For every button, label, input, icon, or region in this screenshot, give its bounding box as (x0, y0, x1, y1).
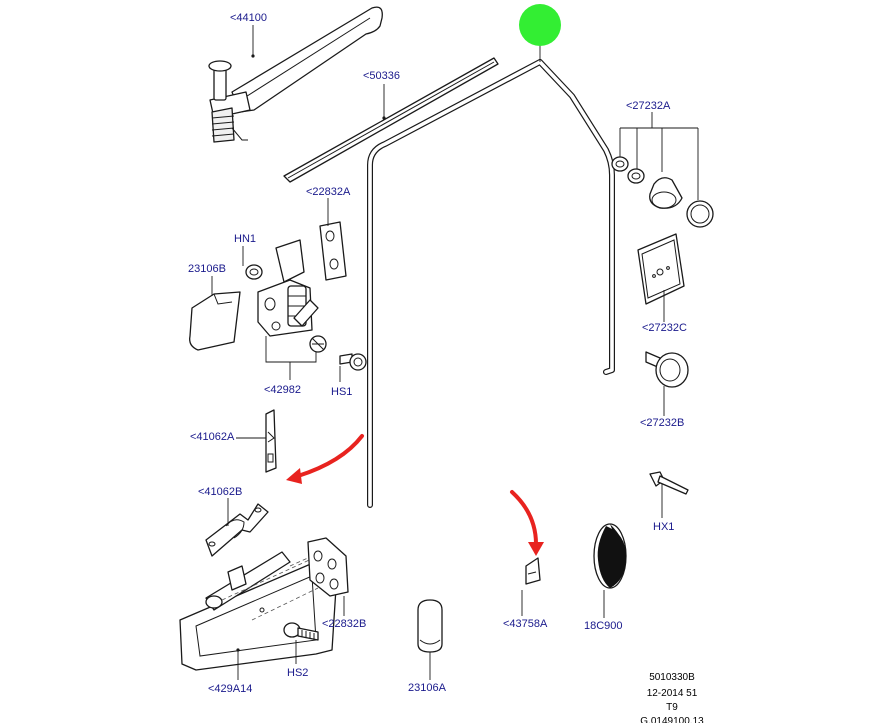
label-hs1[interactable]: HS1 (331, 386, 353, 398)
label-hn1[interactable]: HN1 (234, 233, 257, 245)
part-23106A-cap[interactable] (417, 599, 443, 653)
part-44100-arm[interactable] (208, 6, 383, 143)
part-hn1-nut[interactable] (245, 264, 263, 280)
drawing-variant: T9 (666, 702, 678, 713)
part-50336-belt-strip[interactable] (283, 57, 499, 183)
part-22832A-plate[interactable] (319, 221, 347, 281)
drawing-date: 12-2014 51 (646, 688, 698, 699)
part-22832B-plate[interactable] (307, 537, 349, 597)
red-arrow-left (286, 434, 364, 484)
label-429A14[interactable]: <429A14 (208, 683, 253, 695)
leader-27232A (619, 112, 699, 200)
part-hinge-bolt[interactable] (309, 335, 327, 353)
green-marker[interactable] (519, 4, 561, 46)
leader-42982 (265, 336, 317, 380)
label-41062A[interactable]: <41062A (190, 431, 235, 443)
label-18C900[interactable]: 18C900 (584, 620, 623, 632)
label-hx1[interactable]: HX1 (653, 521, 675, 533)
label-44100[interactable]: <44100 (230, 12, 268, 24)
part-hs1-screw[interactable] (339, 353, 367, 371)
label-hs2[interactable]: HS2 (287, 667, 309, 679)
part-429A14-check-arm[interactable] (179, 551, 337, 671)
label-27232B[interactable]: <27232B (640, 417, 685, 429)
part-41062B-bracket[interactable] (205, 503, 269, 557)
part-42982-hinge[interactable] (257, 239, 319, 337)
label-50336[interactable]: <50336 (363, 70, 401, 82)
label-27232C[interactable]: <27232C (642, 322, 687, 334)
label-22832B[interactable]: <22832B (322, 618, 367, 630)
label-22832A[interactable]: <22832A (306, 186, 351, 198)
label-23106B[interactable]: 23106B (188, 263, 226, 275)
red-arrow-down (510, 490, 544, 556)
drawing-reference: G.0149100.13 (640, 716, 704, 723)
part-hs2-bolt[interactable] (283, 622, 319, 641)
part-23106B-cover[interactable] (189, 291, 241, 351)
part-27232A-grommet-set[interactable] (611, 156, 714, 228)
part-18C900-lens[interactable] (593, 523, 627, 589)
part-27232B-knob[interactable] (645, 351, 689, 388)
part-41062A-clip[interactable] (265, 409, 277, 473)
part-43758A-clip[interactable] (525, 557, 541, 585)
label-43758A[interactable]: <43758A (503, 618, 548, 630)
door-frame-seal[interactable] (367, 59, 615, 508)
part-27232C-plate[interactable] (637, 233, 685, 305)
label-27232A[interactable]: <27232A (626, 100, 671, 112)
label-41062B[interactable]: <41062B (198, 486, 243, 498)
part-hx1-pin[interactable] (649, 471, 689, 495)
label-23106A[interactable]: 23106A (408, 682, 446, 694)
label-42982[interactable]: <42982 (264, 384, 302, 396)
drawing-code: 5010330B (649, 672, 695, 683)
